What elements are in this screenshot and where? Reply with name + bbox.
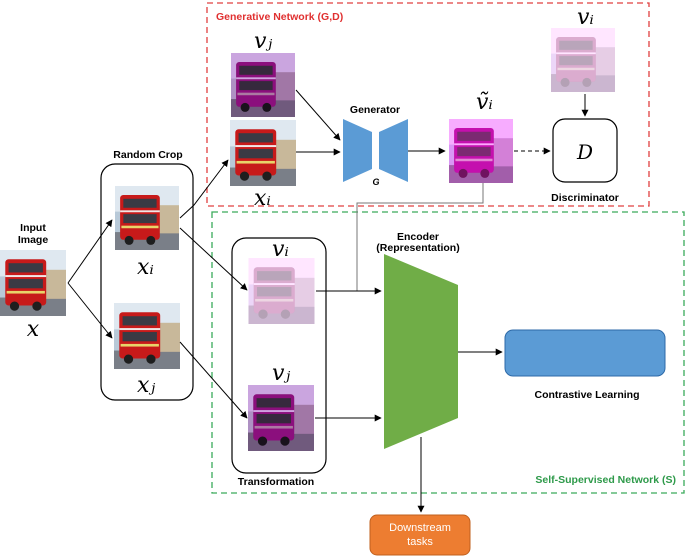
downstream-group: Downstream tasks [369,514,471,556]
input-label-line1: Input [20,222,46,234]
discriminator-title: Discriminator [551,192,619,204]
random-crop-box [100,163,194,401]
arrow-input-to-crop-xi [67,219,113,284]
encoder-trapezoid [384,254,458,449]
arrow-crop-xj-to-view-vj [179,341,248,419]
arrow-crop-xi-to-generator-input [179,159,229,219]
downstream-tasks-line1: Downstream [389,522,451,534]
generative-network-border [206,2,650,207]
downstream-tasks-line2: tasks [407,536,433,548]
discriminator-symbol: D [576,140,593,164]
contrastive-learning-box [504,329,666,377]
generative-network-group: Generative Network (G,D) vⱼ xᵢ Generator… [206,2,650,211]
discriminator-box [552,118,618,183]
generator-encoder-half [343,119,372,182]
input-symbol: x [27,317,40,342]
generator-decoder-half [379,119,408,182]
random-crop-group: Random Crop xᵢ xⱼ [100,149,194,401]
discriminator-real-label: vᵢ [577,5,594,30]
downstream-tasks-box [369,514,471,556]
view-vj-label: vⱼ [272,361,290,386]
generator-input-xi-image [230,120,296,186]
crop-xj-image [114,303,180,369]
random-crop-title: Random Crop [113,149,182,161]
view-vj-image [248,385,314,451]
transformation-box [231,237,327,474]
transformation-title: Transformation [238,476,314,488]
generator-input-xi-label: xᵢ [254,186,271,211]
generator-symbol: G [372,177,379,187]
input-image [0,250,66,316]
encoder-title: Encoder [397,231,439,243]
generator-title: Generator [350,104,400,116]
crop-xi-image [115,186,179,250]
self-supervised-network-title: Self-Supervised Network (S) [535,474,676,486]
generator-input-vj-image [231,53,295,117]
generated-image [449,119,513,183]
input-label-line2: Image [18,234,49,246]
view-vi-label: vᵢ [272,237,289,262]
arrow-vj-image-to-generator [295,89,341,141]
encoder-subtitle: (Representation) [376,242,459,254]
crop-xi-label: xᵢ [137,255,154,280]
input-group: Input Image x [0,222,66,342]
generator-input-vj-label: vⱼ [254,29,272,54]
arrow-output-to-encoder [356,183,484,291]
view-vi-image [248,258,315,324]
arrow-crop-xi-to-view-vi [179,227,248,291]
arrow-input-to-crop-xj [67,282,113,339]
connector-arrows [67,89,589,513]
self-supervised-network-group: Self-Supervised Network (S) Transformati… [211,211,685,494]
generated-image-label: ṽᵢ [476,90,493,115]
discriminator-real-image [551,28,615,92]
generative-network-title: Generative Network (G,D) [216,11,343,23]
self-supervised-network-border [211,211,685,494]
contrastive-learning-title: Contrastive Learning [534,389,639,401]
crop-xj-label: xⱼ [137,373,155,398]
